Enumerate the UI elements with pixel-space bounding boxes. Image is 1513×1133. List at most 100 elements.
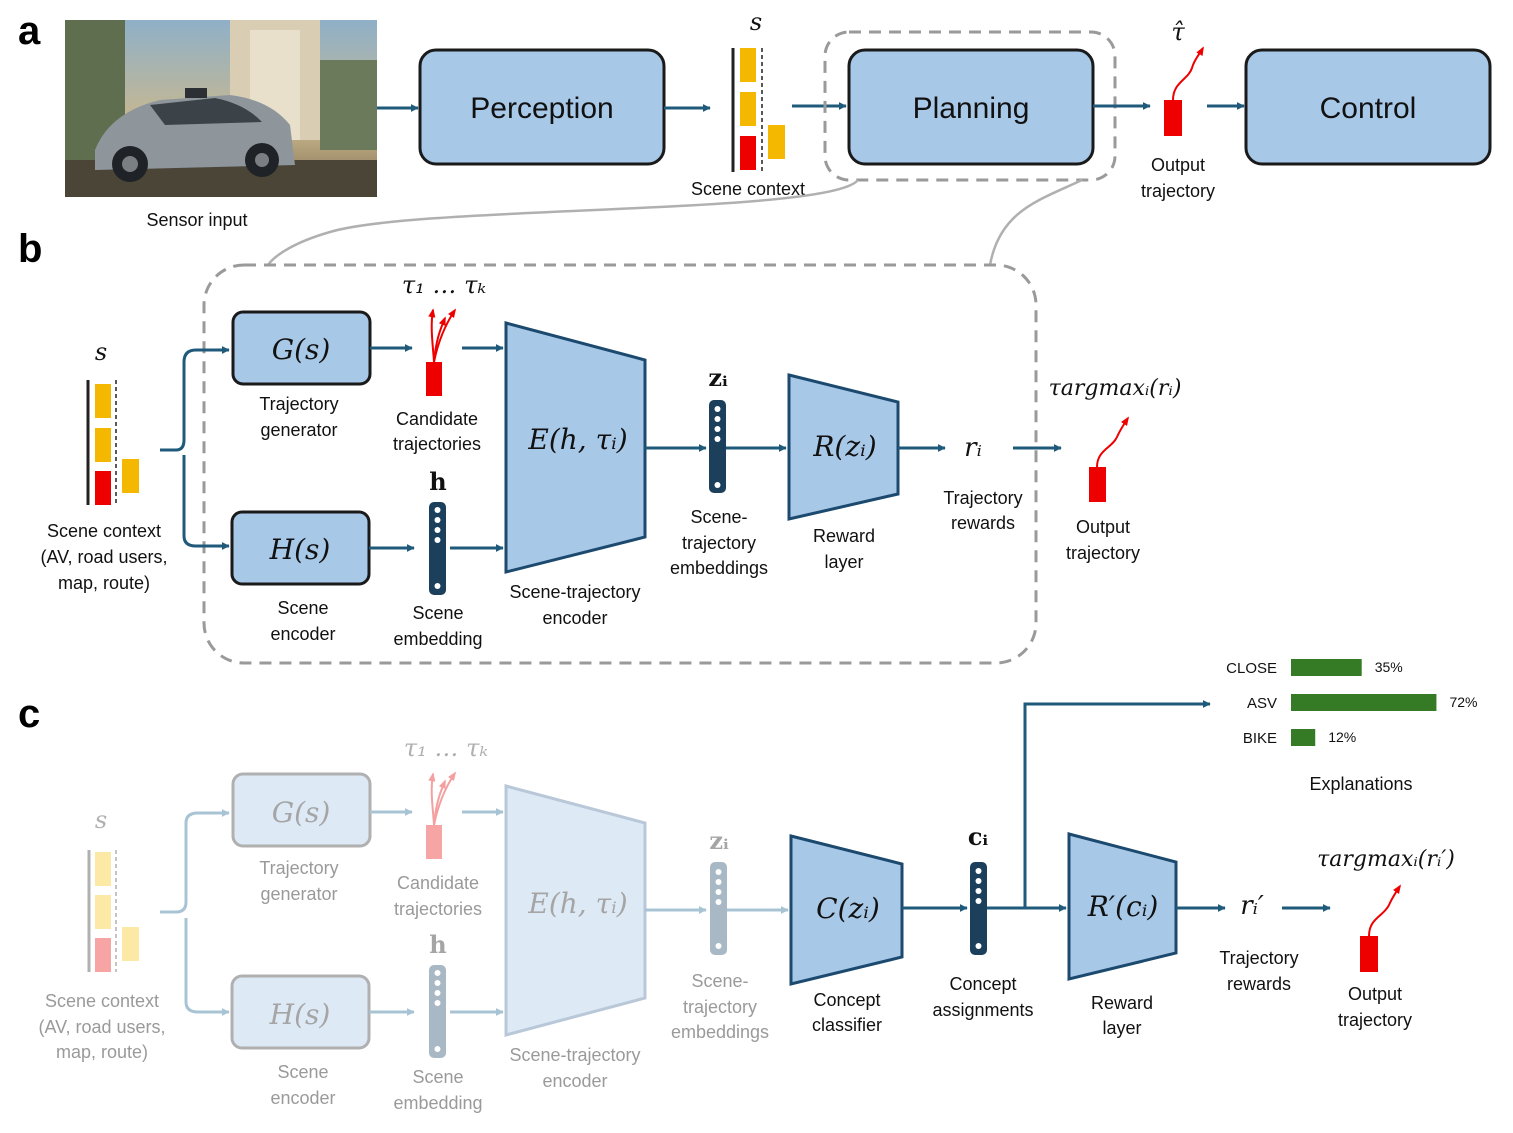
control-label: Control <box>1320 92 1417 125</box>
zoom-connector-left <box>266 179 859 266</box>
encoder-fn-c: H(s) <box>269 998 331 1031</box>
z-embedding-icon-c <box>710 862 727 955</box>
st-encoder-fn-c: E(h, τᵢ) <box>527 887 627 920</box>
reward-fn-b: R(zᵢ) <box>812 430 876 463</box>
candidate-trajectories-icon-b <box>426 308 456 396</box>
st-encoder-fn-b: E(h, τᵢ) <box>527 423 627 456</box>
arrow-concepts-explanations <box>1023 700 1211 908</box>
scene-symbol-a: s <box>750 8 762 36</box>
st-encoder-shape-b <box>504 321 647 574</box>
generator-fn-c: G(s) <box>272 796 331 829</box>
encoder-label-c-2: encoder <box>270 1088 335 1108</box>
encoder-label-b-1: Scene <box>277 598 328 618</box>
z-label-b-2: trajectory <box>682 533 756 553</box>
explanations-title: Explanations <box>1309 774 1412 794</box>
z-label-c-1: Scene- <box>691 971 748 991</box>
generator-label-b-2: generator <box>260 420 337 440</box>
output-trajectory-icon-a <box>1164 46 1204 136</box>
classifier-label-c-2: classifier <box>812 1015 882 1035</box>
z-label-c-2: trajectory <box>683 997 757 1017</box>
st-encoder-label-c-1: Scene-trajectory <box>509 1045 640 1065</box>
out-label-b-1: Output <box>1076 517 1130 537</box>
explanation-bar <box>1291 694 1437 711</box>
panel-b-label: b <box>18 227 42 271</box>
explanation-value-label: 35% <box>1375 659 1403 675</box>
sensor-input-label: Sensor input <box>146 210 247 230</box>
output-label-a-1: Output <box>1151 155 1205 175</box>
z-label-b-3: embeddings <box>670 558 768 578</box>
out-symbol-b: τargmaxᵢ(rᵢ) <box>1049 376 1182 401</box>
scene-symbol-c: s <box>95 806 107 834</box>
explanation-bar <box>1291 659 1362 676</box>
explanation-bar <box>1291 729 1316 746</box>
output-symbol-a: τ̂ <box>1171 18 1185 46</box>
scene-context-icon-b <box>86 380 139 505</box>
scene-context-label-c-3: map, route) <box>56 1042 148 1062</box>
output-trajectory-icon-b <box>1089 416 1129 502</box>
explanation-value-label: 72% <box>1449 694 1477 710</box>
scene-context-label-a: Scene context <box>691 179 805 199</box>
scene-context-label-b-2: (AV, road users, <box>40 547 167 567</box>
r-label-c-1: Trajectory <box>1219 948 1298 968</box>
zoom-connector-right <box>988 178 1083 266</box>
sensor-input-image <box>65 20 377 197</box>
r-label-b-1: Trajectory <box>943 488 1022 508</box>
scene-context-label-b-3: map, route) <box>58 573 150 593</box>
reward-shape-b <box>787 373 900 521</box>
output-trajectory-icon-c <box>1360 884 1401 972</box>
r-symbol-b: rᵢ <box>964 433 982 463</box>
scene-symbol-b: s <box>95 338 107 366</box>
planning-detail-outline <box>202 263 1038 665</box>
candidates-label-c-2: trajectories <box>394 899 482 919</box>
scene-context-label-b-1: Scene context <box>47 521 161 541</box>
arrow-scene-generator-c <box>160 809 230 914</box>
candidate-trajectories-icon-c <box>426 771 456 859</box>
scene-context-label-c-2: (AV, road users, <box>38 1017 165 1037</box>
classifier-fn-c: C(zᵢ) <box>816 892 880 925</box>
classifier-shape-c <box>789 834 904 986</box>
embedding-symbol-c: h <box>429 930 446 959</box>
perception-label: Perception <box>470 92 613 125</box>
z-label-c-3: embeddings <box>671 1022 769 1042</box>
generator-fn-b: G(s) <box>272 333 331 366</box>
z-embedding-icon-b <box>709 400 726 493</box>
st-encoder-label-b-1: Scene-trajectory <box>509 582 640 602</box>
panel-a-label: a <box>18 9 41 53</box>
generator-box-c <box>231 772 372 848</box>
generator-label-c-1: Trajectory <box>259 858 338 878</box>
candidates-label-b-1: Candidate <box>396 409 478 429</box>
panel-c-label: c <box>18 692 40 736</box>
candidates-symbol-b: τ₁ … τₖ <box>402 271 486 299</box>
out-label-c-2: trajectory <box>1338 1010 1412 1030</box>
reward-shape-c <box>1067 832 1178 981</box>
scene-context-icon-c <box>87 850 139 972</box>
st-encoder-label-b-2: encoder <box>542 608 607 628</box>
encoder-fn-b: H(s) <box>269 533 331 566</box>
candidates-symbol-c: τ₁ … τₖ <box>404 734 488 762</box>
embedding-label-c-1: Scene <box>412 1067 463 1087</box>
reward-label-c-2: layer <box>1102 1018 1141 1038</box>
r-symbol-c: rᵢ′ <box>1240 891 1264 921</box>
control-box <box>1244 48 1492 166</box>
reward-fn-c: R′(cᵢ) <box>1087 890 1159 923</box>
embedding-label-b-2: embedding <box>393 629 482 649</box>
embedding-label-b-1: Scene <box>412 603 463 623</box>
out-symbol-c: τargmaxᵢ(rᵢ′) <box>1317 847 1455 872</box>
arrow-scene-encoder-c <box>184 918 230 1016</box>
arrow-scene-generator-b <box>160 346 230 452</box>
z-symbol-b: zᵢ <box>708 363 728 392</box>
explanation-concept-label: BIKE <box>1243 730 1277 747</box>
st-encoder-shape-c <box>504 784 647 1037</box>
scene-context-label-c-1: Scene context <box>45 991 159 1011</box>
explanation-concept-label: ASV <box>1247 695 1277 712</box>
reward-label-b-1: Reward <box>813 526 875 546</box>
planning-label: Planning <box>913 92 1030 125</box>
candidates-label-b-2: trajectories <box>393 434 481 454</box>
explanation-value-label: 12% <box>1328 729 1356 745</box>
arrow-scene-encoder-b <box>182 455 230 550</box>
st-encoder-label-c-2: encoder <box>542 1071 607 1091</box>
c-symbol-c: cᵢ <box>968 822 989 851</box>
scene-embedding-icon-b <box>429 502 446 595</box>
scene-context-icon-a <box>731 48 785 172</box>
